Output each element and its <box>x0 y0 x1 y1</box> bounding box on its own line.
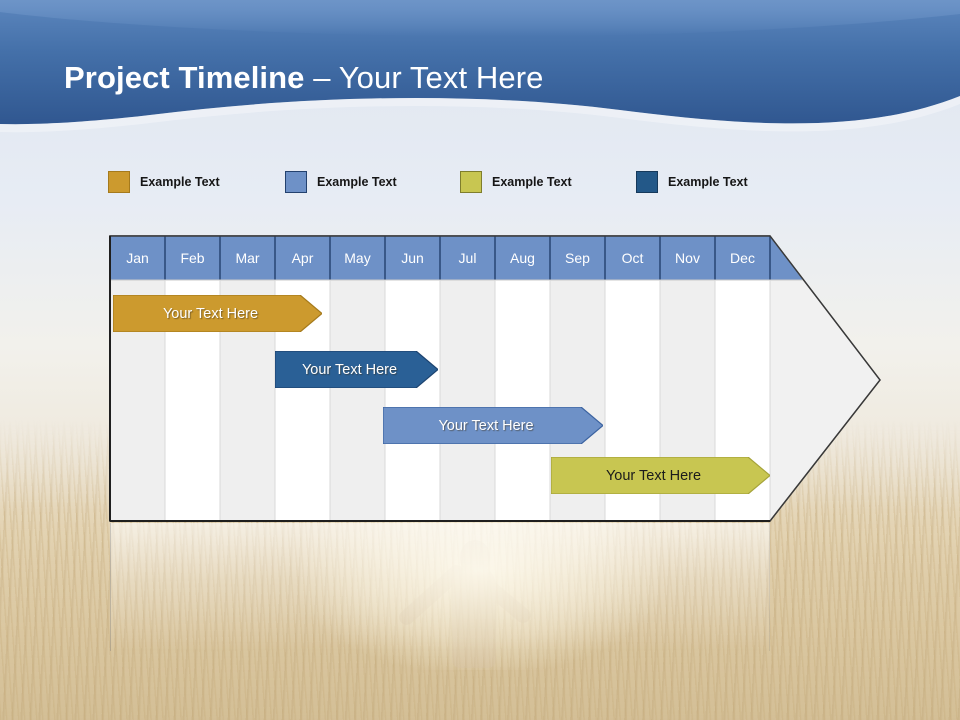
page-title-strong: Project Timeline <box>64 60 305 95</box>
month-header-oct[interactable]: Oct <box>621 250 644 266</box>
timeline-bar-2[interactable]: Your Text Here <box>275 351 438 388</box>
legend-swatch-2 <box>285 171 307 193</box>
legend-item-2[interactable]: Example Text <box>285 166 397 198</box>
timeline-bar-1[interactable]: Your Text Here <box>113 295 322 332</box>
chart-reflection <box>110 523 770 651</box>
month-header-feb[interactable]: Feb <box>180 250 205 266</box>
legend-item-3[interactable]: Example Text <box>460 166 572 198</box>
timeline-bar-label-2: Your Text Here <box>301 361 398 378</box>
month-header-dec[interactable]: Dec <box>730 250 755 266</box>
month-header-apr[interactable]: Apr <box>291 250 314 266</box>
legend-label-3: Example Text <box>492 175 572 189</box>
month-header-jun[interactable]: Jun <box>401 250 424 266</box>
legend-label-4: Example Text <box>668 175 748 189</box>
page-title-light: Your Text Here <box>338 60 544 95</box>
month-header-aug[interactable]: Aug <box>510 250 535 266</box>
timeline-bar-label-1: Your Text Here <box>162 305 259 322</box>
legend-swatch-4 <box>636 171 658 193</box>
legend-item-4[interactable]: Example Text <box>636 166 748 198</box>
legend-label-1: Example Text <box>140 175 220 189</box>
month-header-nov[interactable]: Nov <box>675 250 700 266</box>
month-header-jan[interactable]: Jan <box>126 250 149 266</box>
legend-swatch-3 <box>460 171 482 193</box>
legend-item-1[interactable]: Example Text <box>108 166 220 198</box>
page-title: Project Timeline – Your Text Here <box>64 60 543 96</box>
timeline-bar-label-4: Your Text Here <box>605 467 702 484</box>
page-title-separator: – <box>304 60 339 95</box>
title-banner <box>0 0 960 150</box>
month-header-jul[interactable]: Jul <box>458 250 477 266</box>
legend-label-2: Example Text <box>317 175 397 189</box>
month-header-mar[interactable]: Mar <box>235 250 260 266</box>
timeline-bar-label-3: Your Text Here <box>438 417 534 434</box>
legend-swatch-1 <box>108 171 130 193</box>
timeline-bar-4[interactable]: Your Text Here <box>551 457 770 494</box>
timeline-bar-3[interactable]: Your Text Here <box>383 407 603 444</box>
month-header-may[interactable]: May <box>344 250 371 266</box>
month-header-sep[interactable]: Sep <box>565 250 590 266</box>
